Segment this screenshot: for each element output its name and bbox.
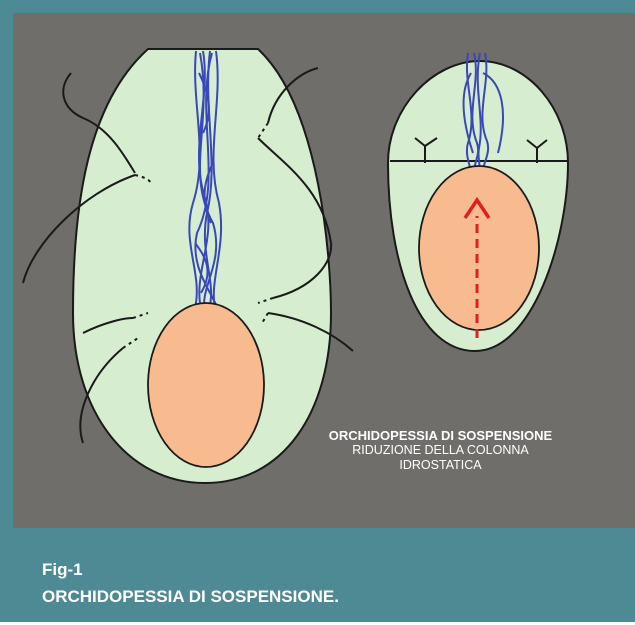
left-scrotum-diagram <box>23 49 353 483</box>
left-testis <box>148 303 264 467</box>
annotation-line-2: IDROSTATICA <box>308 458 573 473</box>
figure-caption: Fig-1 ORCHIDOPESSIA DI SOSPENSIONE. <box>42 556 339 610</box>
caption-text: ORCHIDOPESSIA DI SOSPENSIONE. <box>42 583 339 610</box>
annotation-title: ORCHIDOPESSIA DI SOSPENSIONE <box>308 428 573 443</box>
right-testis <box>419 166 539 330</box>
caption-label: Fig-1 <box>42 556 339 583</box>
illustration-panel: ORCHIDOPESSIA DI SOSPENSIONE RIDUZIONE D… <box>13 13 635 528</box>
right-scrotum-diagram <box>388 53 568 351</box>
figure-annotation: ORCHIDOPESSIA DI SOSPENSIONE RIDUZIONE D… <box>308 428 573 473</box>
annotation-line-1: RIDUZIONE DELLA COLONNA <box>308 443 573 458</box>
